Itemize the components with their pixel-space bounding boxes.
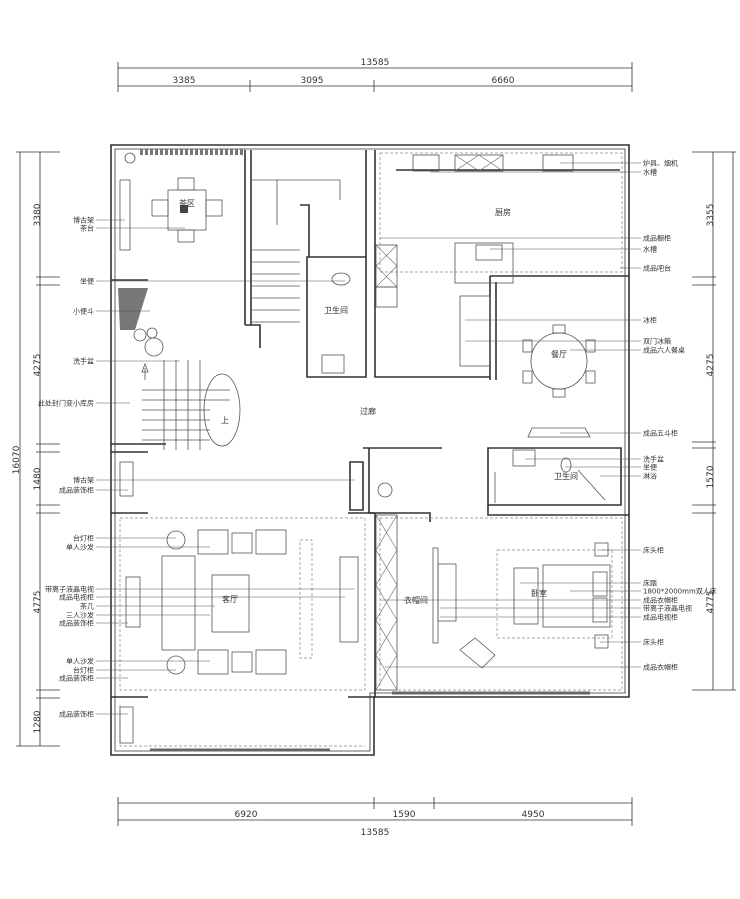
coffee-table	[211, 574, 250, 633]
double-bed	[542, 564, 611, 628]
room-labels: 茶区 厨房 卫生间 餐厅 过廊 上 卫生间 客厅 衣帽间 卧室	[179, 198, 578, 605]
room-label-living: 客厅	[222, 594, 238, 604]
dim-left-2: 4275	[33, 354, 43, 377]
dim-left-3: 1480	[33, 467, 43, 490]
room-label-tea: 茶区	[179, 198, 195, 208]
callout-label-left: 茶台	[80, 224, 94, 233]
dim-bottom-1: 6920	[235, 810, 258, 820]
callout-label-left: 单人沙发	[66, 657, 94, 666]
plant-icon	[124, 152, 136, 164]
callout-label-right: 双门冰箱	[643, 337, 671, 346]
callout-label-right: 成品六人餐桌	[643, 346, 685, 355]
callout-label-right: 成品电视柜	[643, 613, 678, 622]
callout-label-left: 成品电视柜	[59, 593, 94, 602]
callout-label-left: 此处封门变小库房	[38, 399, 94, 408]
dim-top-2: 3095	[301, 76, 324, 86]
dim-left-total: 16070	[12, 445, 22, 474]
callout-label-right: 成品吧台	[643, 264, 671, 273]
dim-bottom-2: 1590	[393, 810, 416, 820]
callout-label-right: 淋浴	[643, 472, 657, 481]
callout-label-left: 单人沙发	[66, 543, 94, 552]
dim-right-3: 1570	[706, 465, 716, 488]
callout-label-right: 成品橱柜	[643, 234, 671, 243]
room-label-dining: 餐厅	[551, 350, 567, 359]
room-label-corridor: 过廊	[360, 406, 376, 416]
callout-label-right: 成品衣帽柜	[643, 596, 678, 605]
callout-label-left: 成品装饰柜	[59, 619, 94, 628]
callout-label-right: 水槽	[643, 245, 657, 254]
dimensions: 13585 3385 3095 6660 6920 1590 4950 1358…	[12, 58, 736, 838]
callout-label-left: 成品装饰柜	[59, 710, 94, 719]
callout-label-right: 成品五斗柜	[643, 429, 678, 438]
callout-label-right: 1800*2000mm双人床	[643, 587, 717, 596]
room-label-bedroom: 卧室	[531, 588, 547, 598]
dim-right-1: 3355	[706, 204, 716, 227]
curio-shelf	[119, 179, 131, 251]
dim-bottom-3: 4950	[522, 810, 545, 820]
dim-left-4: 4775	[33, 591, 43, 614]
dining-table	[530, 332, 588, 390]
callout-label-left: 茶几	[80, 602, 94, 611]
callout-label-right: 床头柜	[643, 638, 664, 647]
callout-label-left: 坐便	[80, 277, 94, 286]
callout-label-left: 成品装饰柜	[59, 674, 94, 683]
callout-label-left: 带离子液晶电视	[45, 585, 94, 594]
walls	[110, 144, 630, 756]
wardrobe	[375, 514, 398, 691]
dim-bottom-total: 13585	[361, 828, 390, 838]
callouts: 博古架茶台坐便小便斗洗手盆此处封门变小库房博古架成品装饰柜台灯柜单人沙发带离子液…	[38, 159, 717, 719]
callout-label-left: 博古架	[73, 476, 94, 485]
three-seat-sofa	[161, 555, 196, 651]
stair-up-label: 上	[221, 416, 229, 425]
callout-label-right: 炉具、烟机	[643, 159, 678, 168]
callout-label-right: 冰柜	[643, 316, 657, 325]
callout-label-left: 博古架	[73, 216, 94, 225]
callout-label-right: 带离子液晶电视	[643, 604, 692, 613]
dim-top-1: 3385	[173, 76, 196, 86]
callout-label-right: 床头柜	[643, 546, 664, 555]
room-label-bath1: 卫生间	[324, 305, 348, 315]
dim-left-5: 1280	[33, 710, 43, 733]
callout-label-left: 台灯柜	[73, 534, 94, 543]
room-label-kitchen: 厨房	[495, 207, 511, 217]
callout-label-right: 洗手盆	[643, 455, 664, 464]
plant-icon	[118, 288, 148, 330]
callout-label-left: 三人沙发	[66, 611, 94, 620]
dim-top-3: 6660	[492, 76, 515, 86]
callout-label-right: 水槽	[643, 168, 657, 177]
callout-label-right: 坐便	[643, 463, 657, 472]
dim-right-4: 4775	[706, 591, 716, 614]
callout-label-left: 台灯柜	[73, 666, 94, 675]
callout-label-right: 成品衣帽柜	[643, 663, 678, 672]
callout-label-left: 成品装饰柜	[59, 486, 94, 495]
room-label-bath2: 卫生间	[554, 471, 578, 481]
staircase	[141, 179, 341, 450]
callout-label-right: 床踏	[643, 579, 657, 588]
callout-label-left: 小便斗	[73, 307, 94, 316]
furniture	[118, 149, 613, 752]
dim-top-total: 13585	[361, 58, 390, 68]
dim-right-2: 4275	[706, 354, 716, 377]
dim-left-1: 3380	[33, 203, 43, 226]
callout-label-left: 洗手盆	[73, 357, 94, 366]
